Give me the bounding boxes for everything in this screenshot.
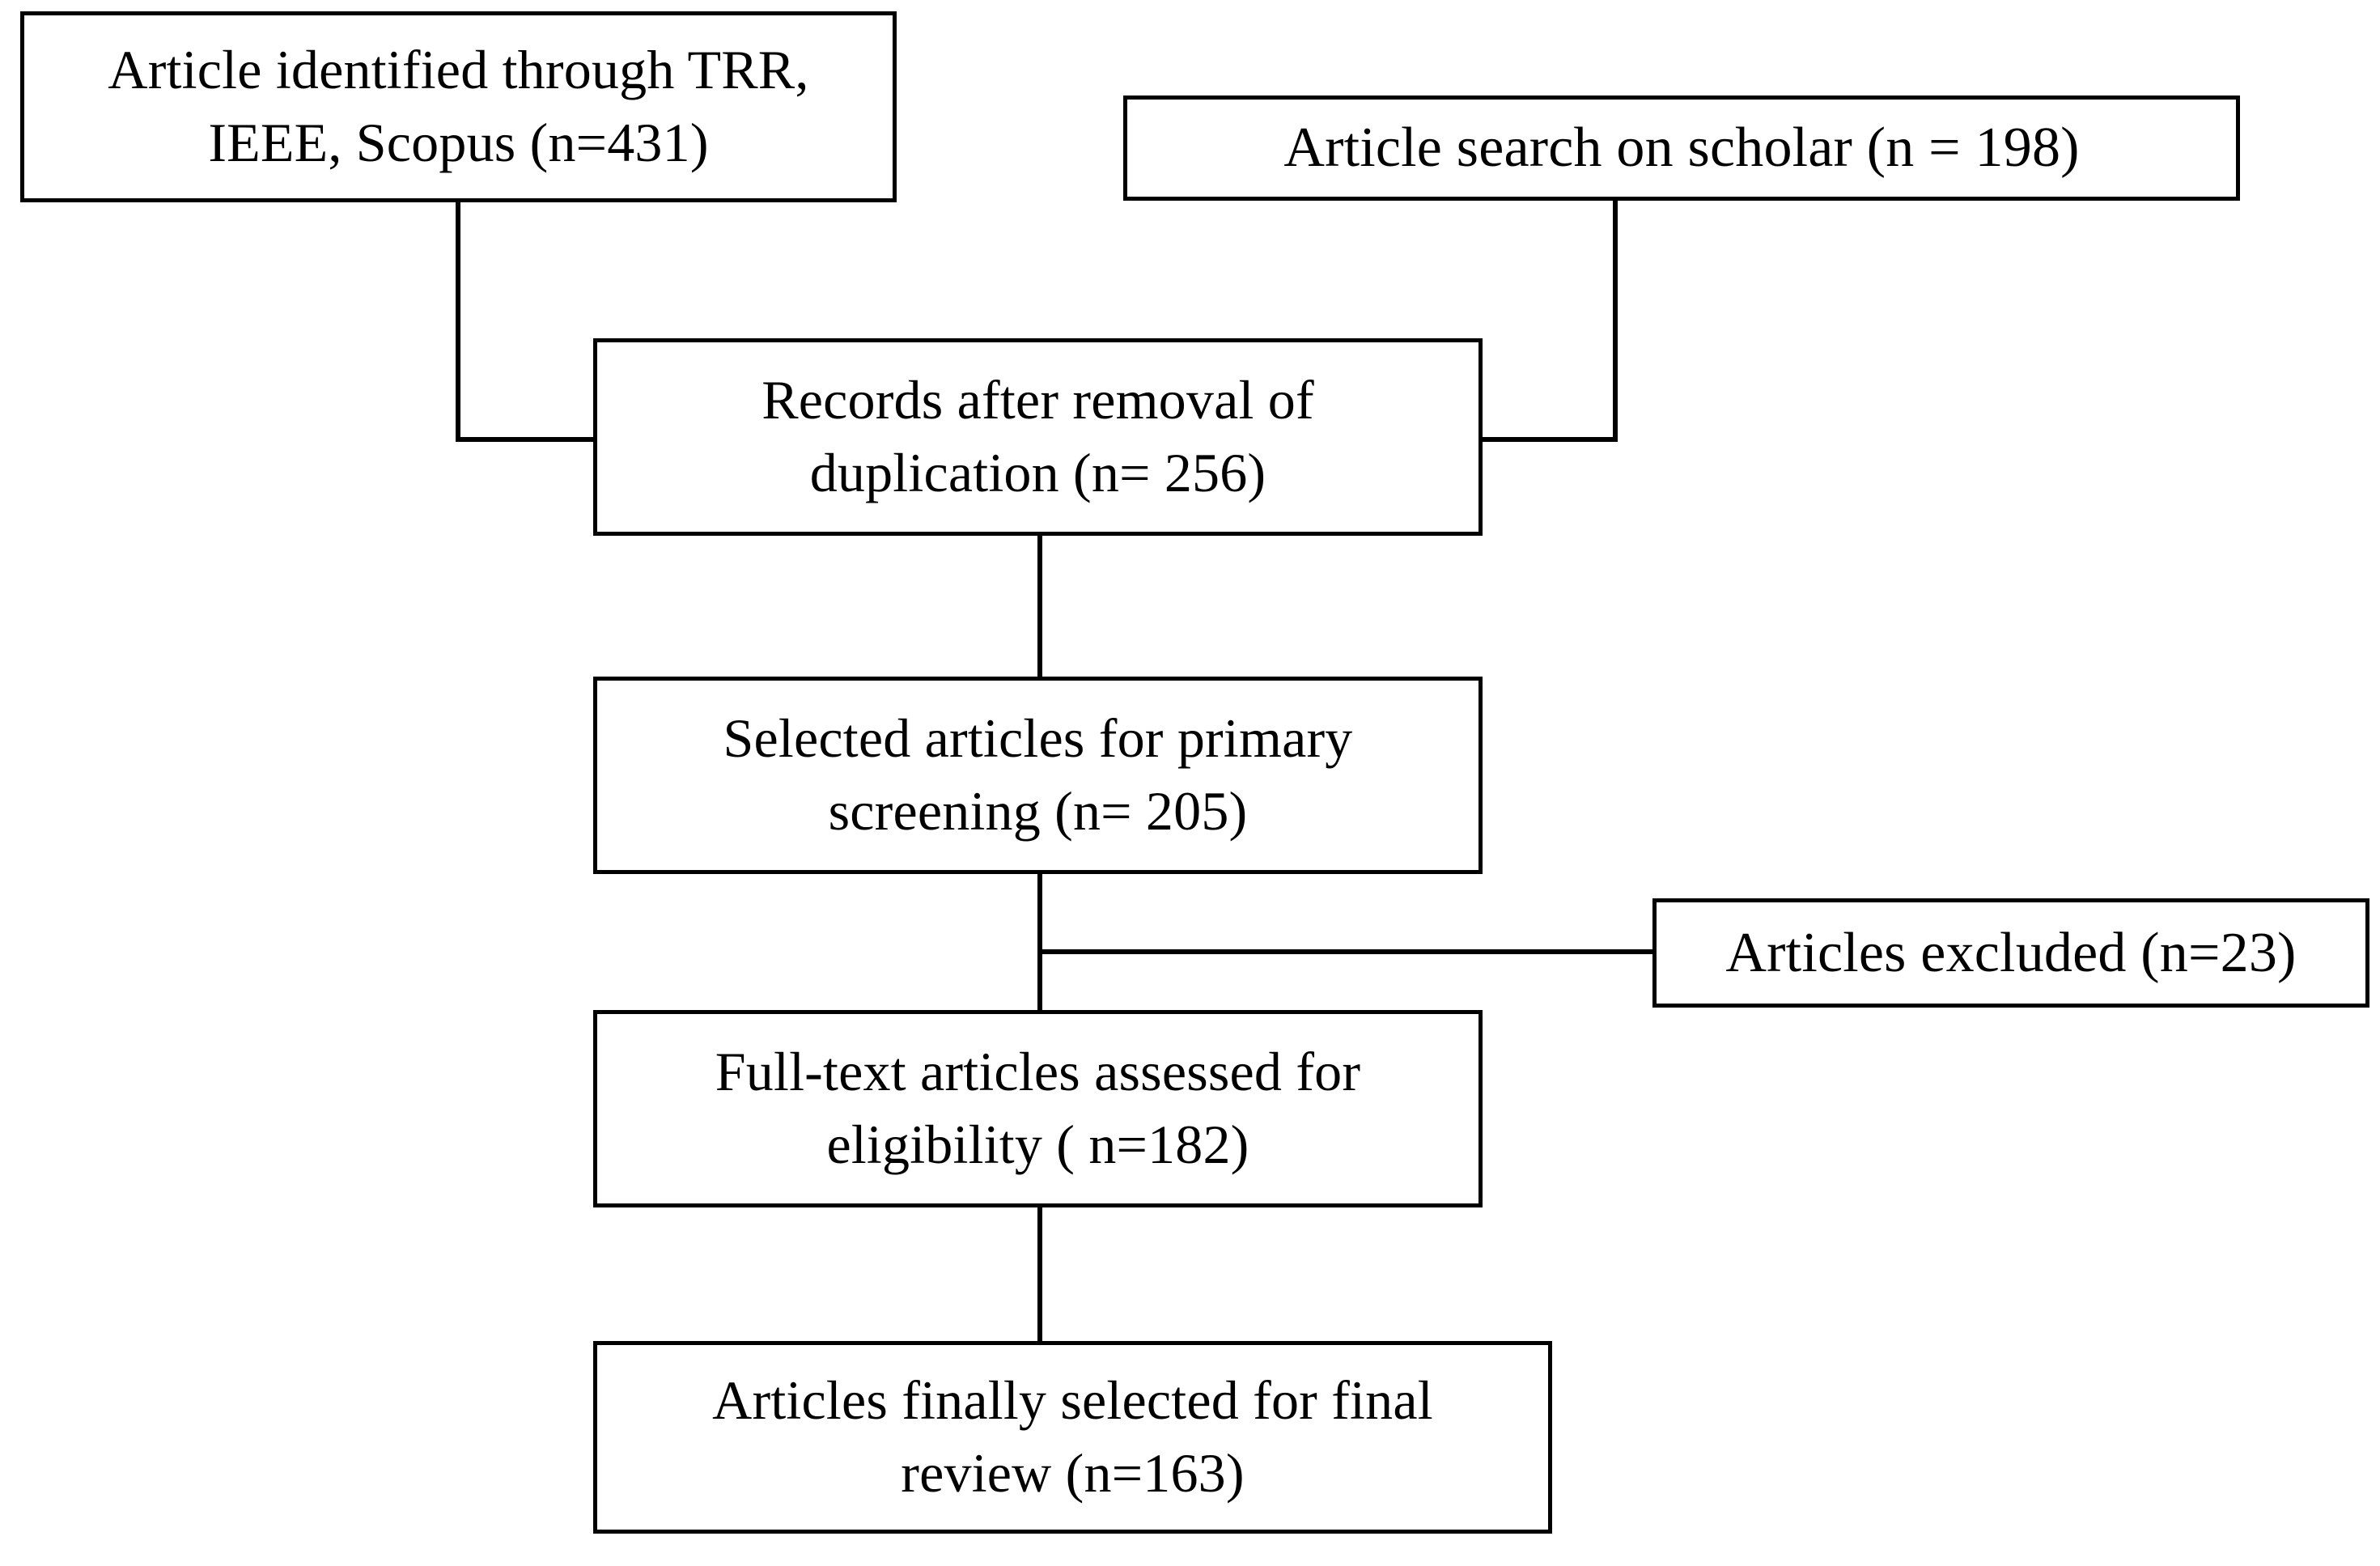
node-article-identified[interactable]: Article identified through TRR, IEEE, Sc… [20, 11, 897, 202]
node-articles-excluded-label: Articles excluded (n=23) [1725, 921, 2297, 984]
node-article-search-scholar[interactable]: Article search on scholar (n = 198) [1123, 95, 2240, 201]
node-records-after-duplication-label: Records after removal of duplication (n=… [762, 369, 1314, 503]
connector-scholar-to-deduplicated [1480, 201, 1618, 442]
connector-identified-to-deduplicated [456, 202, 596, 442]
node-article-search-scholar-label: Article search on scholar (n = 198) [1283, 117, 2080, 179]
node-selected-primary-screening-label: Selected articles for primary screening … [723, 707, 1353, 842]
node-final-review-label: Articles finally selected for final revi… [712, 1369, 1433, 1504]
node-selected-primary-screening[interactable]: Selected articles for primary screening … [593, 677, 1483, 874]
node-full-text-assessed[interactable]: Full-text articles assessed for eligibil… [593, 1010, 1483, 1207]
node-records-after-duplication[interactable]: Records after removal of duplication (n=… [593, 338, 1483, 536]
node-article-identified-label: Article identified through TRR, IEEE, Sc… [108, 39, 809, 173]
node-articles-excluded[interactable]: Articles excluded (n=23) [1652, 898, 2369, 1008]
node-final-review[interactable]: Articles finally selected for final revi… [593, 1341, 1552, 1534]
node-full-text-assessed-label: Full-text articles assessed for eligibil… [715, 1041, 1361, 1175]
